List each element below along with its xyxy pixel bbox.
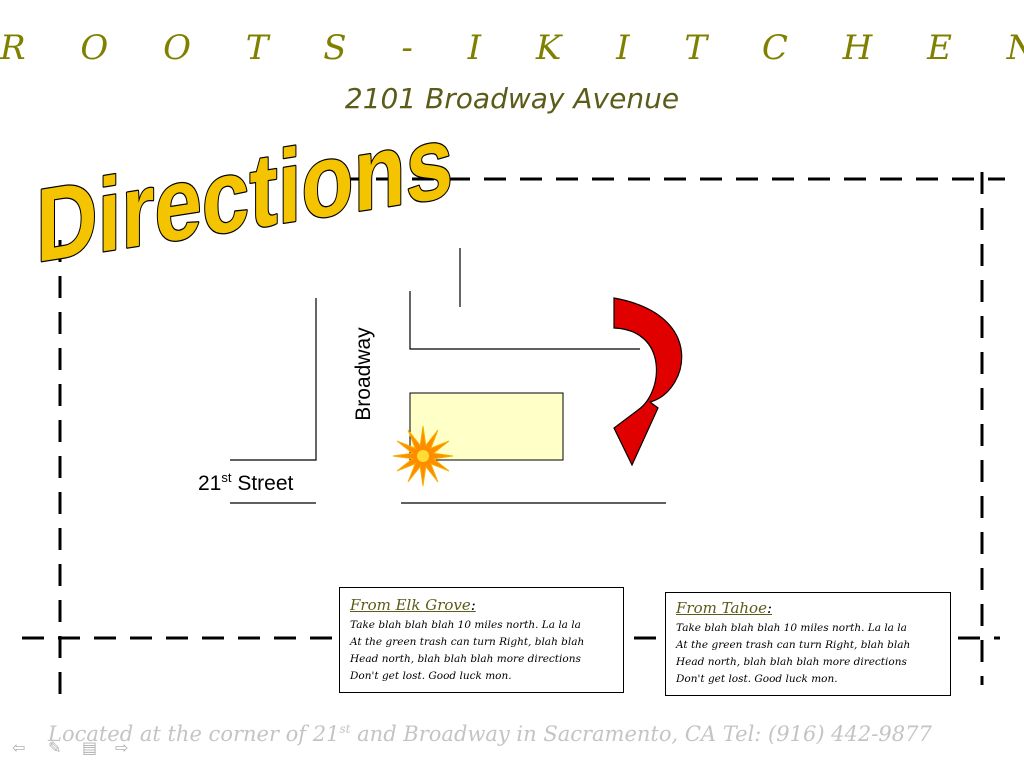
directions-line: Head north, blah blah blah more directio… [350, 653, 581, 665]
slide-menu-icon[interactable]: ▤ [82, 738, 98, 757]
directions-banner: Directions [35, 101, 454, 286]
footer-location: Located at the corner of 21st and Broadw… [48, 722, 932, 746]
directions-heading: From Elk Grove: [350, 596, 476, 614]
curved-arrow-icon [613, 297, 683, 467]
directions-banner-text: Directions [36, 102, 453, 284]
restaurant-title: R O O T S - I K I T C H E N [0, 28, 1024, 68]
street-21-number: 21 [198, 472, 222, 495]
directions-line: Head north, blah blah blah more directio… [676, 656, 907, 668]
pen-icon[interactable]: ✎ [48, 738, 62, 757]
street-21-suffix: st [221, 470, 232, 485]
street-label-21st: 21st Street [198, 470, 293, 496]
directions-line: At the green trash can turn Right, blah … [350, 636, 585, 648]
directions-line: Take blah blah blah 10 miles north. La l… [350, 619, 581, 631]
location-star-icon [392, 425, 454, 487]
directions-line: Don't get lost. Good luck mon. [676, 673, 838, 685]
street-label-broadway: Broadway [352, 327, 375, 421]
street-21-name: Street [231, 472, 294, 495]
arrow-left-icon[interactable]: ⇦ [12, 738, 26, 757]
directions-line: At the green trash can turn Right, blah … [676, 639, 911, 651]
directions-line: Don't get lost. Good luck mon. [350, 670, 512, 682]
restaurant-address: 2101 Broadway Avenue [344, 82, 680, 115]
directions-line: Take blah blah blah 10 miles north. La l… [676, 622, 907, 634]
directions-box-elk-grove: From Elk Grove: Take blah blah blah 10 m… [339, 587, 624, 693]
street-lines [230, 248, 666, 504]
arrow-right-icon[interactable]: ⇨ [115, 738, 129, 757]
directions-heading: From Tahoe: [676, 599, 773, 617]
directions-box-tahoe: From Tahoe: Take blah blah blah 10 miles… [665, 592, 951, 696]
